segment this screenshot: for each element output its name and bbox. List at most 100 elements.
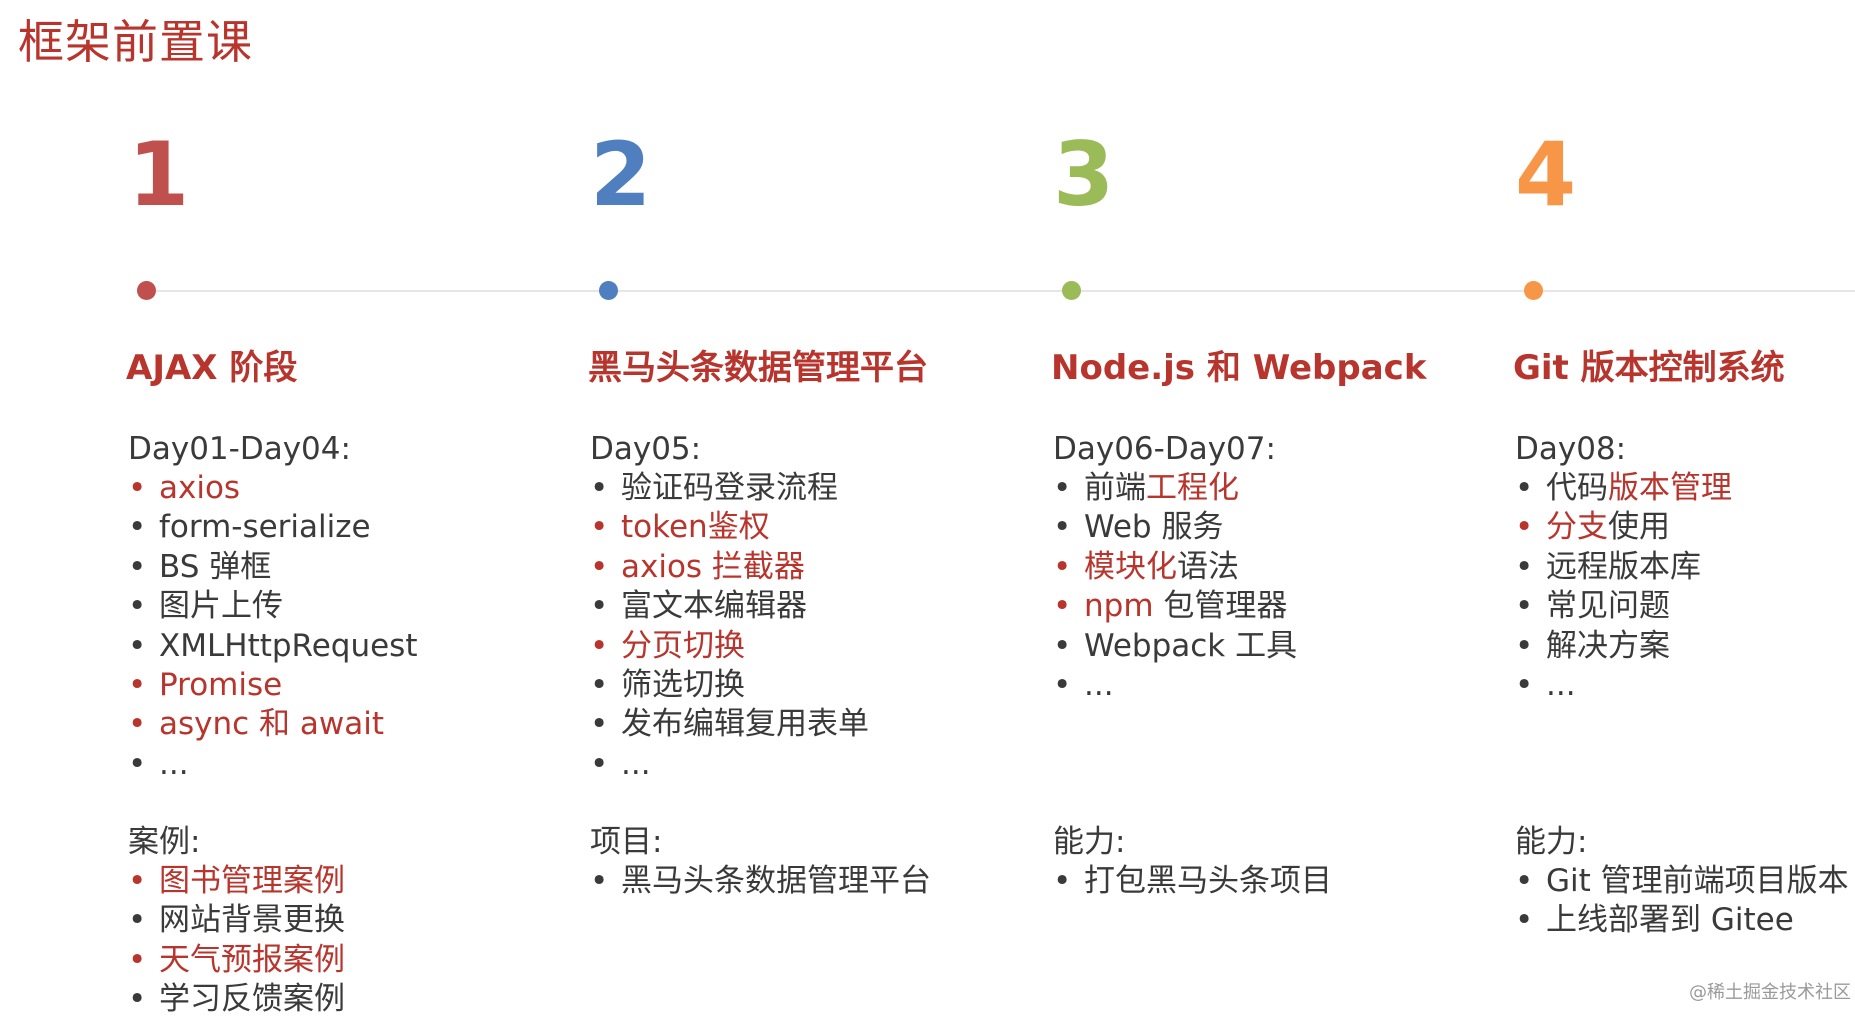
list-item: •...: [1515, 666, 1732, 705]
bullet-icon: •: [590, 706, 609, 743]
list-item-text: 上线部署到 Gitee: [1546, 902, 1794, 939]
step-number: 4: [1515, 123, 1577, 226]
list-item-text: form-serialize: [159, 509, 371, 546]
list-item: •筛选切换: [590, 666, 869, 705]
bullet-icon: •: [1515, 470, 1534, 506]
bullet-icon: •: [128, 548, 147, 585]
bullet-icon: •: [128, 509, 147, 546]
list-item-text: 黑马头条数据管理平台: [621, 863, 931, 899]
column-3: 3 Node.js 和 Webpack Day06-Day07: •前端工程化•…: [1051, 0, 1493, 1012]
column-title: AJAX 阶段: [126, 348, 298, 388]
section-label: 项目:: [590, 824, 663, 860]
list-item-text: axios 拦截器: [621, 548, 805, 585]
highlight-text: npm: [1084, 588, 1154, 625]
list-item-text: Git 管理前端项目版本: [1546, 863, 1849, 899]
section-list: • 黑马头条数据管理平台: [590, 862, 931, 901]
bullet-icon: •: [1515, 627, 1534, 664]
list-item: • 打包黑马头条项目: [1053, 862, 1332, 901]
bullet-icon: •: [128, 706, 147, 743]
section-label: 能力:: [1053, 824, 1126, 860]
list-item: • Git 管理前端项目版本: [1515, 862, 1849, 901]
list-item: •Web 服务: [1053, 508, 1297, 547]
bullet-icon: •: [128, 667, 147, 704]
list-item: • 前端工程化: [1053, 469, 1297, 508]
list-item: •token鉴权: [590, 508, 869, 547]
list-item-text: ...: [1084, 667, 1114, 704]
list-item-text: async 和 await: [159, 706, 385, 743]
list-item: • 图片上传: [128, 587, 417, 626]
section-list: • Git 管理前端项目版本 • 上线部署到 Gitee: [1515, 862, 1849, 941]
topic-list: •代码版本管理•分支使用•远程版本库•常见问题•解决方案•...: [1515, 469, 1732, 705]
list-item: • 模块化语法: [1053, 548, 1297, 587]
column-title: Node.js 和 Webpack: [1051, 348, 1427, 388]
list-item: • Webpack 工具: [1053, 627, 1297, 666]
column-2: 2 黑马头条数据管理平台 Day05: •验证码登录流程•token鉴权•axi…: [588, 0, 1030, 1012]
list-item: •axios: [128, 469, 417, 508]
list-item: •...: [128, 745, 417, 784]
column-1: 1 AJAX 阶段 Day01-Day04: •axios•form-seria…: [126, 0, 568, 1017]
list-item: •分支使用: [1515, 508, 1732, 547]
list-item: • 发布编辑复用表单: [590, 705, 869, 744]
bullet-icon: •: [1515, 902, 1534, 939]
bullet-icon: •: [1053, 627, 1072, 664]
bullet-icon: •: [590, 745, 609, 782]
section-list: • 打包黑马头条项目: [1053, 862, 1332, 901]
watermark: @稀土掘金技术社区: [1689, 982, 1851, 1003]
highlight-text: 工程化: [1146, 470, 1239, 506]
topic-list: •验证码登录流程•token鉴权•axios 拦截器•富文本编辑器•分页切换•筛…: [590, 469, 869, 784]
highlight-text: 版本管理: [1608, 470, 1732, 506]
list-item-text: Webpack 工具: [1084, 627, 1298, 664]
bullet-icon: •: [590, 627, 609, 664]
bullet-icon: •: [128, 627, 147, 664]
bullet-icon: •: [128, 941, 147, 978]
bullet-icon: •: [128, 588, 147, 625]
bullet-icon: •: [590, 588, 609, 625]
timeline-dot: [599, 281, 618, 300]
step-number: 2: [590, 123, 652, 226]
list-item: • form-serialize: [128, 508, 417, 547]
list-item-text: ...: [621, 745, 651, 782]
list-item: •分页切换: [590, 627, 869, 666]
days-label: Day01-Day04:: [128, 431, 351, 467]
bullet-icon: •: [1515, 588, 1534, 625]
bullet-icon: •: [128, 902, 147, 939]
plain-text: 使用: [1608, 509, 1670, 546]
bullet-icon: •: [128, 981, 147, 1018]
bullet-icon: •: [1053, 863, 1072, 899]
bullet-icon: •: [590, 863, 609, 899]
list-item-text: 学习反馈案例: [159, 981, 345, 1018]
plain-text: 语法: [1177, 548, 1239, 585]
bullet-icon: •: [590, 667, 609, 704]
list-item-text: 发布编辑复用表单: [621, 706, 869, 743]
section-label: 能力:: [1515, 824, 1588, 860]
days-label: Day05:: [590, 431, 702, 467]
highlight-text: 模块化: [1084, 548, 1177, 585]
timeline-dot: [137, 281, 156, 300]
list-item-text: 验证码登录流程: [621, 470, 838, 506]
section-list: •图书管理案例•网站背景更换•天气预报案例•学习反馈案例: [128, 862, 345, 1020]
list-item-text: ...: [159, 745, 189, 782]
list-item-text: 图片上传: [159, 588, 283, 625]
days-label: Day08:: [1515, 431, 1627, 467]
list-item: •npm 包管理器: [1053, 587, 1297, 626]
section-label: 案例:: [128, 824, 201, 860]
list-item: •远程版本库: [1515, 548, 1732, 587]
list-item: • 上线部署到 Gitee: [1515, 901, 1849, 940]
bullet-icon: •: [1515, 548, 1534, 585]
list-item-text: axios: [159, 470, 241, 506]
timeline-line: [146, 290, 1855, 292]
bullet-icon: •: [128, 863, 147, 899]
bullet-icon: •: [590, 470, 609, 506]
list-item-text: Web 服务: [1084, 509, 1224, 546]
page-title: 框架前置课: [18, 15, 253, 69]
bullet-icon: •: [1515, 667, 1534, 704]
bullet-icon: •: [1053, 548, 1072, 585]
column-title: 黑马头条数据管理平台: [588, 348, 928, 388]
bullet-icon: •: [1053, 470, 1072, 506]
list-item-text: 天气预报案例: [159, 941, 345, 978]
plain-text: 前端: [1084, 470, 1146, 506]
list-item: •axios 拦截器: [590, 548, 869, 587]
list-item: •图书管理案例: [128, 862, 345, 901]
bullet-icon: •: [1515, 863, 1534, 899]
